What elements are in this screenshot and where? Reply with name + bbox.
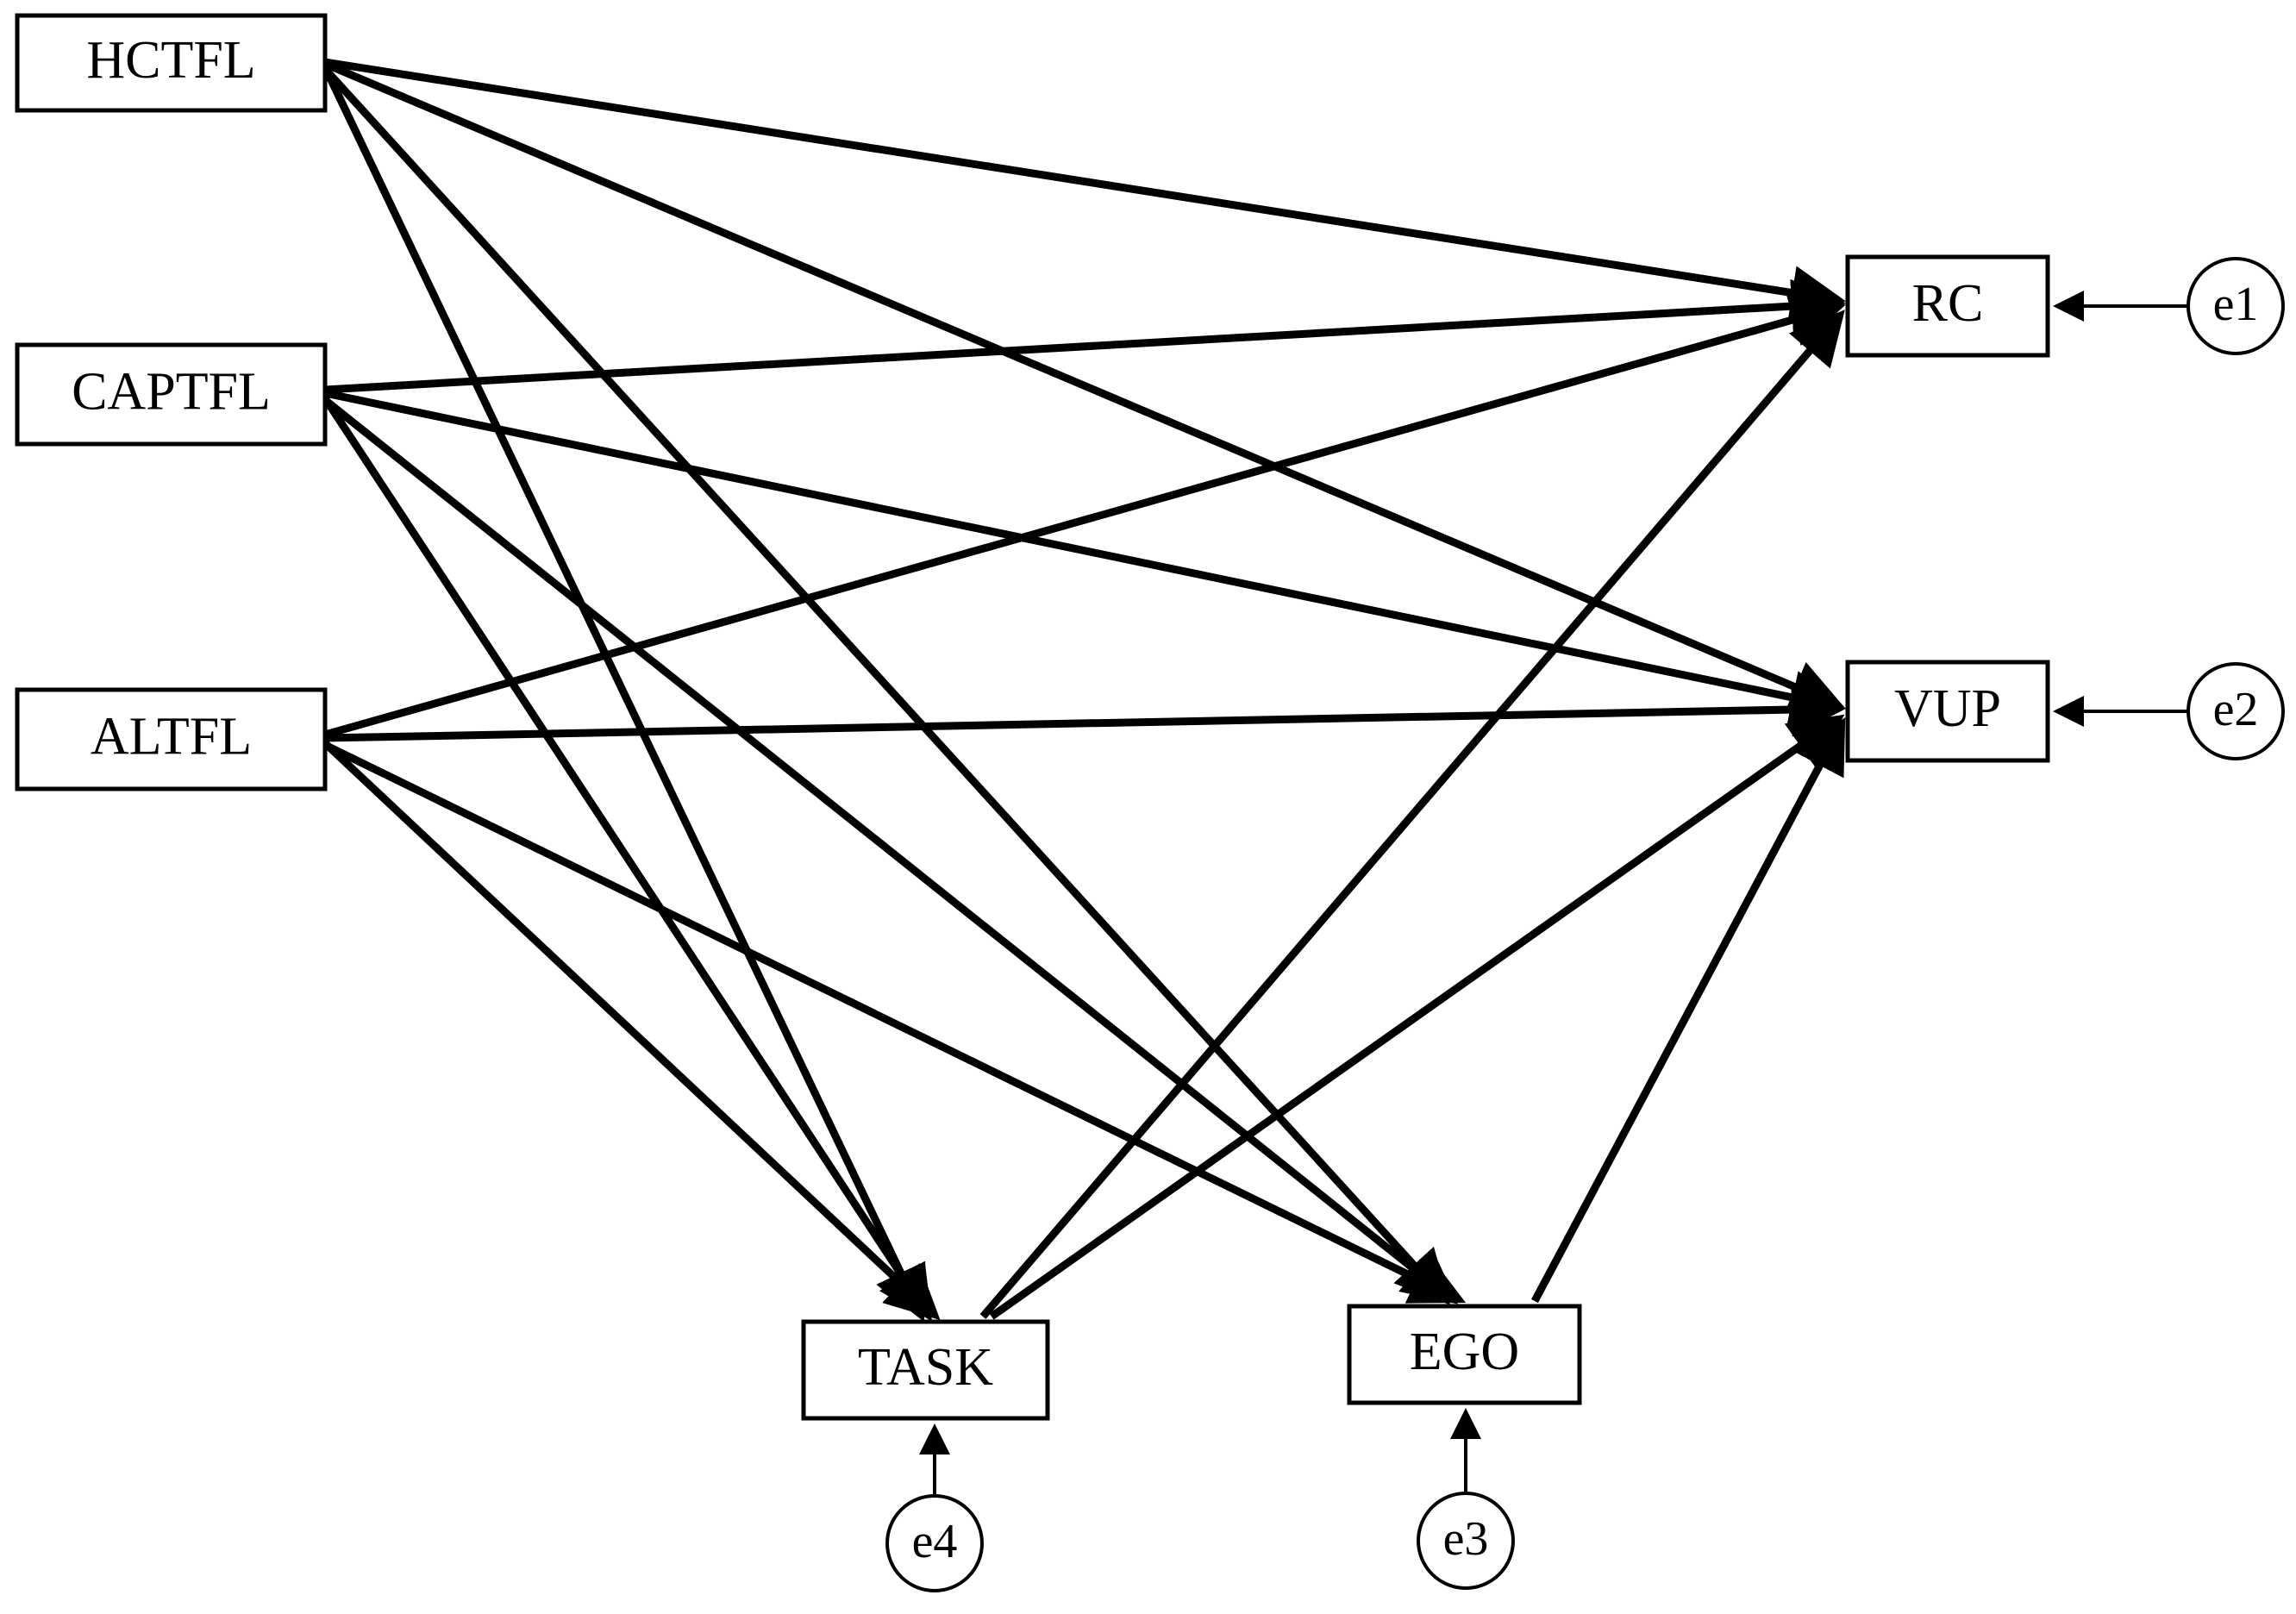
edge-captfl-ego [322,397,1459,1304]
edge-captfl-vup [324,389,1846,724]
node-box-hctfl[interactable] [15,13,328,113]
error-label-e4: e4 [912,1515,958,1568]
edge-altfl-task [322,740,941,1321]
node-vup[interactable]: VUP [1845,660,2050,763]
node-box-task[interactable] [801,1319,1050,1421]
node-label-vup: VUP [1894,679,2001,738]
error-label-e3: e3 [1443,1512,1489,1566]
edge-altfl-ego [323,741,1467,1304]
node-rc[interactable]: RC [1845,254,2050,358]
node-label-task: TASK [858,1338,993,1397]
edge-hctfl-vup [323,59,1846,712]
edge-task-vup [989,714,1845,1320]
edge-ego-vup [1531,717,1846,1304]
error-node-e2[interactable]: e2 [2187,662,2285,760]
node-altfl[interactable]: ALTFL [15,687,328,791]
node-box-captfl[interactable] [15,342,328,447]
node-label-ego: EGO [1410,1323,1519,1381]
node-layer: HCTFL CAPTFL ALTFL RC VUP TASK EGO e1 e2 e3 e4 [15,13,2285,1592]
node-label-rc: RC [1912,274,1984,333]
edge-altfl-vup [324,682,1846,742]
error-circle-e4[interactable] [885,1494,984,1592]
node-box-altfl[interactable] [15,687,328,791]
node-box-vup[interactable] [1845,660,2050,763]
node-label-altfl: ALTFL [91,708,252,766]
error-circle-e2[interactable] [2187,662,2285,760]
edge-captfl-task [322,396,932,1322]
node-captfl[interactable]: CAPTFL [15,342,328,447]
error-circle-e1[interactable] [2187,257,2285,355]
edge-hctfl-rc [324,58,1846,320]
edge-layer [321,58,2188,1496]
node-box-ego[interactable] [1347,1304,1582,1405]
node-hctfl[interactable]: HCTFL [15,13,328,113]
error-node-e4[interactable]: e4 [885,1494,984,1592]
edge-hctfl-ego [322,66,1451,1305]
edge-altfl-rc [323,293,1846,739]
node-label-captfl: CAPTFL [72,363,271,422]
error-label-e2: e2 [2213,683,2259,736]
node-task[interactable]: TASK [801,1319,1050,1421]
node-box-rc[interactable] [1845,254,2050,358]
edge-captfl-rc [324,278,1846,394]
node-ego[interactable]: EGO [1347,1304,1582,1405]
edge-hctfl-task [321,66,926,1323]
error-node-e1[interactable]: e1 [2187,257,2285,355]
error-node-e3[interactable]: e3 [1417,1492,1515,1590]
error-label-e1: e1 [2213,278,2259,331]
edge-task-rc [979,310,1845,1319]
node-label-hctfl: HCTFL [86,31,255,90]
error-circle-e3[interactable] [1417,1492,1515,1590]
